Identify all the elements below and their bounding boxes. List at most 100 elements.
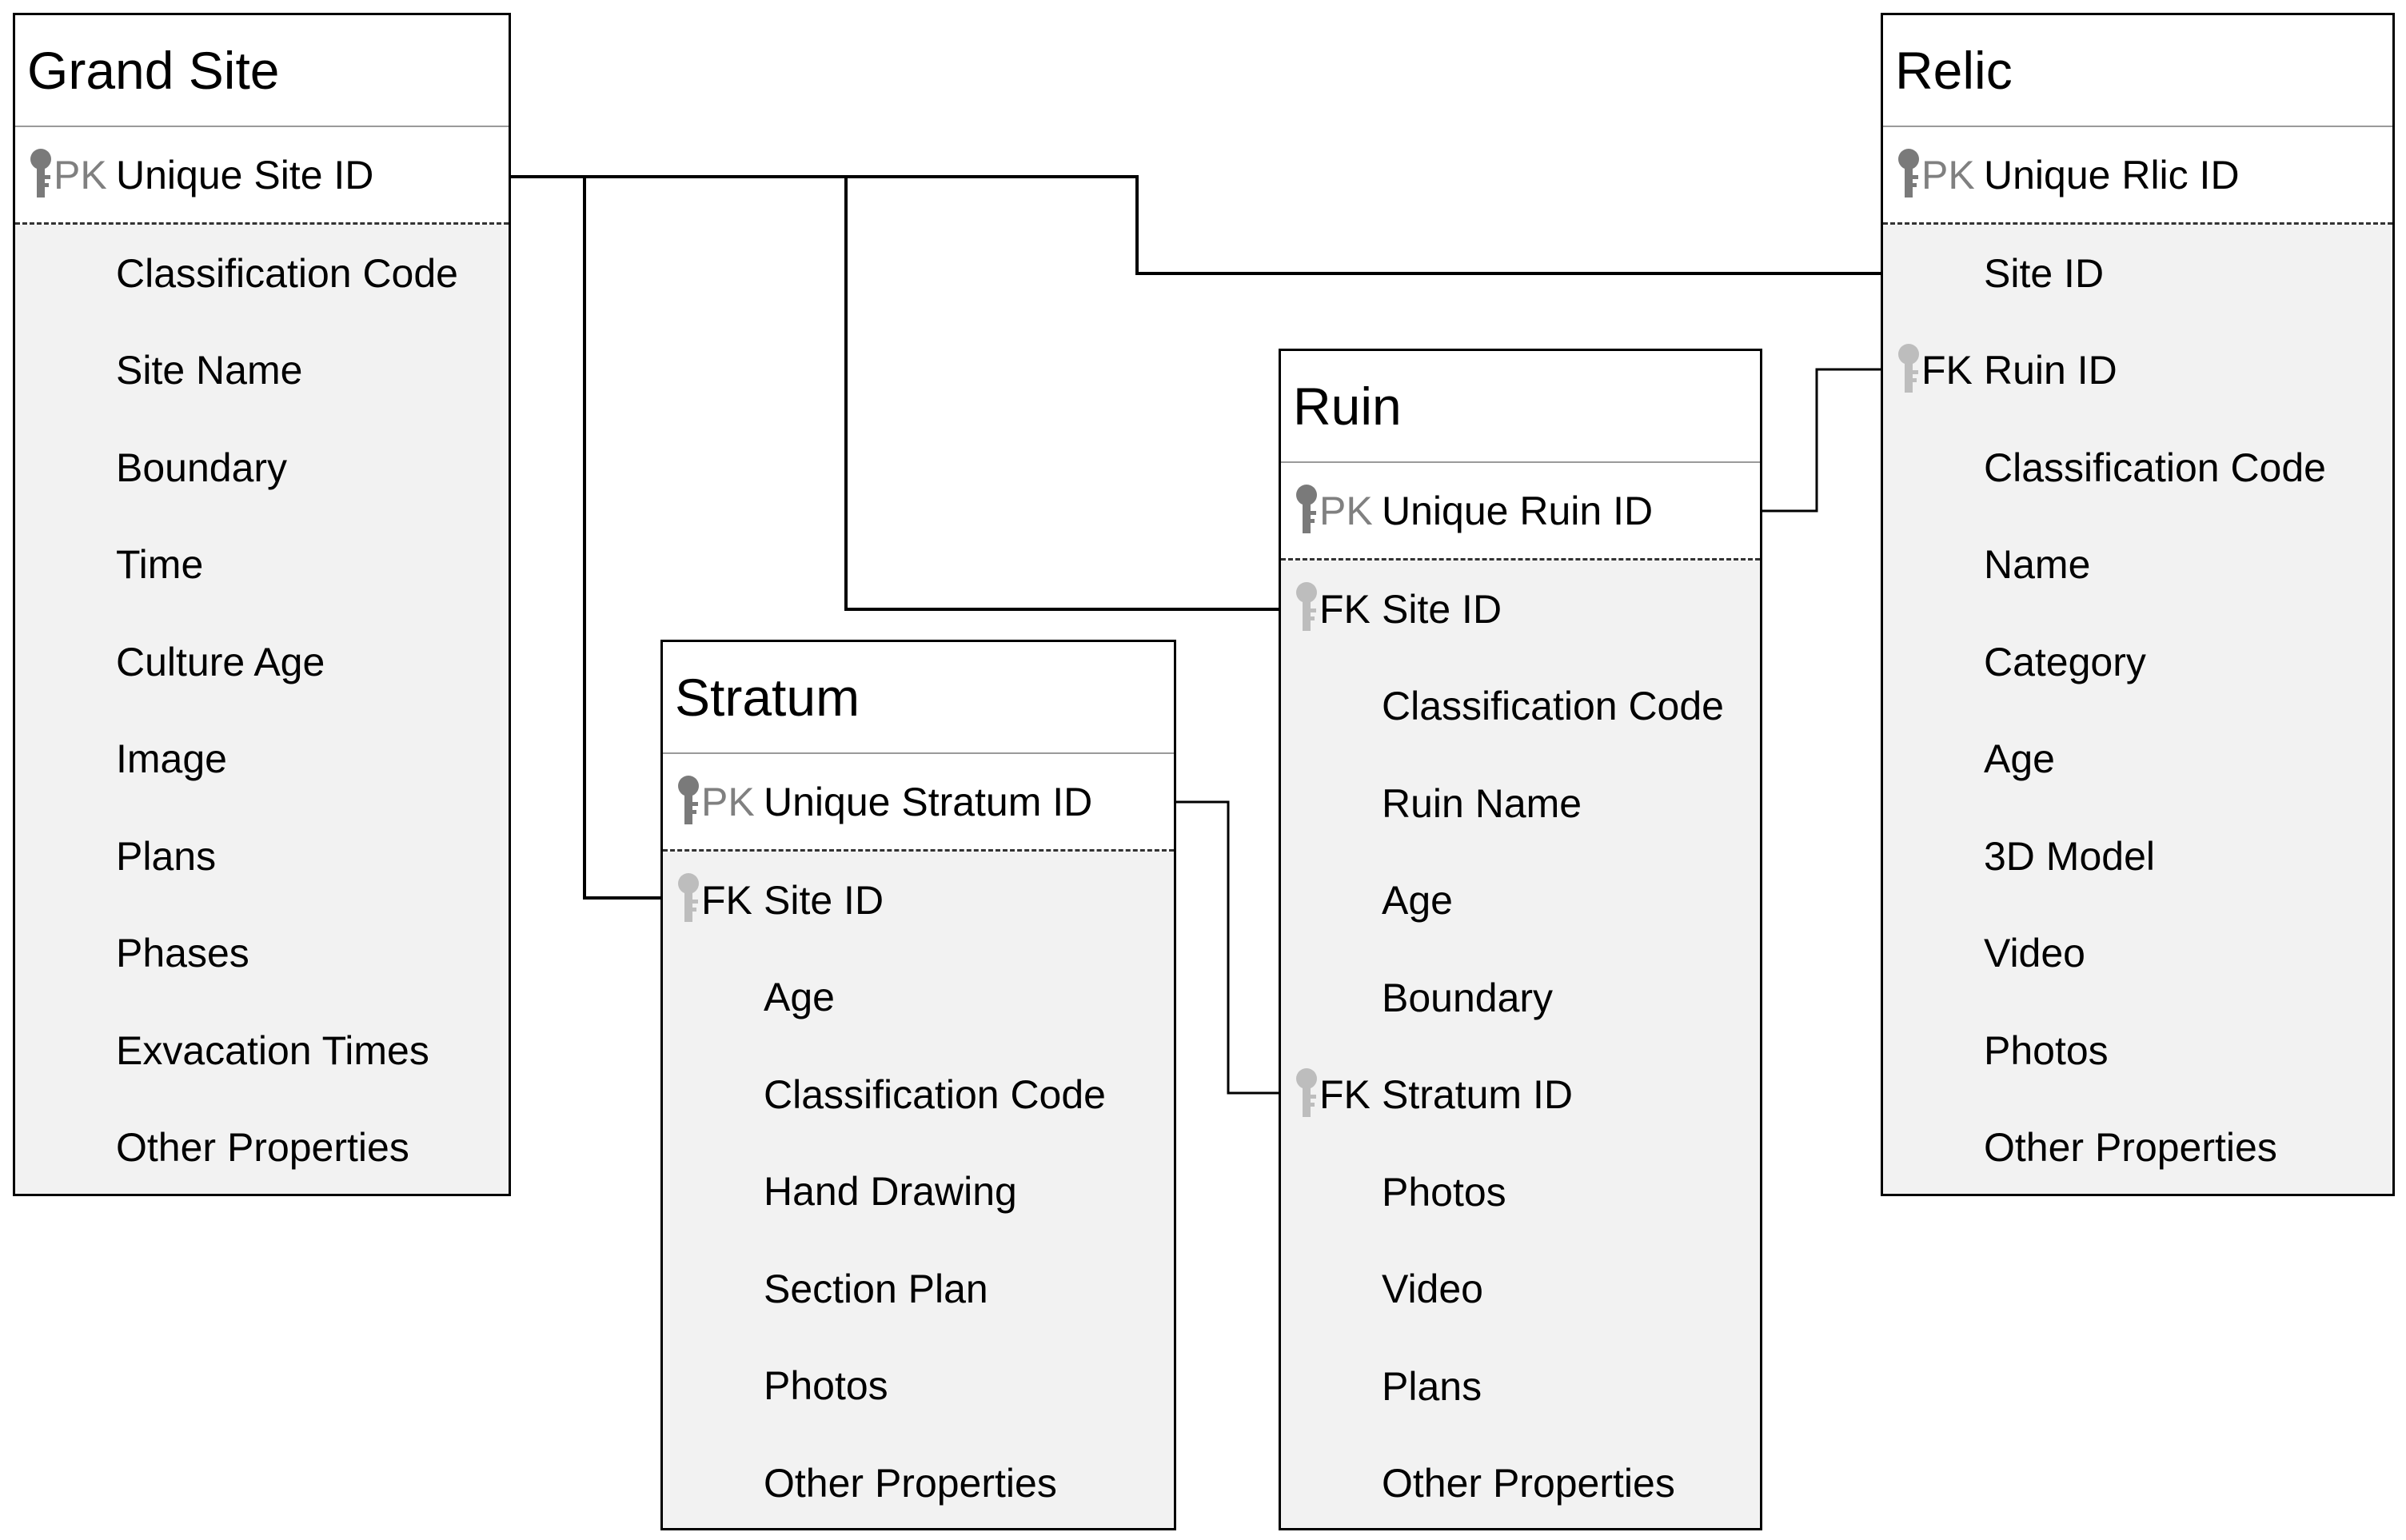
field-photos: Photos [663,1338,1174,1435]
field-other-properties: Other Properties [663,1434,1174,1532]
field-name: Photos [1382,1169,1506,1215]
field-name: Stratum ID [1382,1072,1573,1118]
primary-key-icon [676,775,701,828]
field-name: Ruin Name [1382,780,1582,826]
field-exvacation-times: Exvacation Times [15,1002,509,1099]
field-name: Time [116,542,204,588]
field-plans: Plans [15,808,509,905]
entity-title: Ruin [1281,351,1760,463]
field-name: Site ID [1382,586,1502,632]
foreign-key-icon [1294,581,1319,634]
field-name: 3D Model [1984,833,2155,879]
field-classification-code: Classification Code [1883,419,2392,517]
link-ruin-to-relic [1762,368,1881,513]
field-name: Section Plan [764,1266,988,1311]
pk-field-name: Unique Stratum ID [764,779,1093,824]
field-video: Video [1883,905,2392,1003]
field-name: Classification Code [116,250,458,296]
field-section-plan: Section Plan [663,1240,1174,1338]
field-name: Image [116,736,227,782]
link-site-to-stratum [583,177,661,900]
field-phases: Phases [15,905,509,1003]
field-category: Category [1883,613,2392,711]
pk-tag: PK [701,779,755,824]
primary-key-icon [28,148,54,201]
field-age: Age [663,949,1174,1047]
field-age: Age [1281,852,1760,950]
field-video: Video [1281,1241,1760,1339]
field-classification-code: Classification Code [15,225,509,322]
field-name: Other Properties [764,1460,1057,1506]
link-site-to-relic [510,175,1881,275]
primary-key-icon [1294,484,1319,537]
field-name: Name [1883,517,2392,614]
field-name: Exvacation Times [116,1027,429,1073]
entity-title: Relic [1883,15,2392,127]
field-name: Site ID [764,877,884,923]
field-other-properties: Other Properties [1281,1435,1760,1533]
field-culture-age: Culture Age [15,613,509,711]
field-name: Other Properties [116,1125,409,1171]
field-name: Site ID [1984,250,2105,296]
fk-tag: FK [1319,586,1371,632]
fk-tag: FK [701,877,752,923]
field-site-id: FK Site ID [663,852,1174,949]
field-site-name: Site Name [15,322,509,420]
field-time: Time [15,517,509,614]
field-name: Name [1984,542,2091,588]
field-other-properties: Other Properties [1883,1099,2392,1197]
foreign-key-icon [676,872,701,925]
entity-title: Stratum [663,642,1174,754]
pk-tag: PK [1319,488,1373,533]
field-name: Plans [1382,1363,1482,1409]
foreign-key-icon [1294,1067,1319,1120]
field-name: Classification Code [1382,684,1724,729]
field-name: Video [1382,1267,1483,1312]
field-boundary: Boundary [1281,949,1760,1047]
field-site-id: Site ID [1883,225,2392,322]
field-name: Age [764,975,835,1020]
field-name: Phases [116,931,249,976]
field-boundary: Boundary [15,419,509,517]
field-other-properties: Other Properties [15,1099,509,1197]
pk-tag: PK [1921,152,1975,197]
link-stratum-to-ruin [1175,800,1279,1095]
pk-field-name: Unique Ruin ID [1382,488,1654,533]
field-name: Photos [1984,1027,2109,1073]
field-name: Hand Drawing [764,1169,1017,1215]
field-ruin-name: Ruin Name [1281,755,1760,852]
field-name: Classification Code [1984,445,2326,490]
field-3d-model: 3D Model [1883,808,2392,905]
field-name: Category [1984,639,2146,684]
field-name: Other Properties [1984,1125,2277,1171]
primary-key-icon [1896,148,1921,201]
field-name: Plans [116,833,217,879]
fk-tag: FK [1319,1072,1371,1118]
field-image: Image [15,711,509,808]
pk-field-name: Unique Rlic ID [1984,152,2240,197]
field-name: Age [1382,878,1453,924]
field-plans: Plans [1281,1338,1760,1435]
field-classification-code: Classification Code [1281,658,1760,756]
field-photos: Photos [1281,1143,1760,1241]
field-name: Ruin ID [1984,348,2117,393]
field-photos: Photos [1883,1002,2392,1099]
field-name: Photos [764,1363,888,1409]
field-name: Boundary [116,445,288,490]
pk-tag: PK [54,152,107,197]
field-name: Age [1984,736,2055,782]
field-name: Classification Code [764,1071,1106,1117]
entity-title: Grand Site [15,15,509,127]
